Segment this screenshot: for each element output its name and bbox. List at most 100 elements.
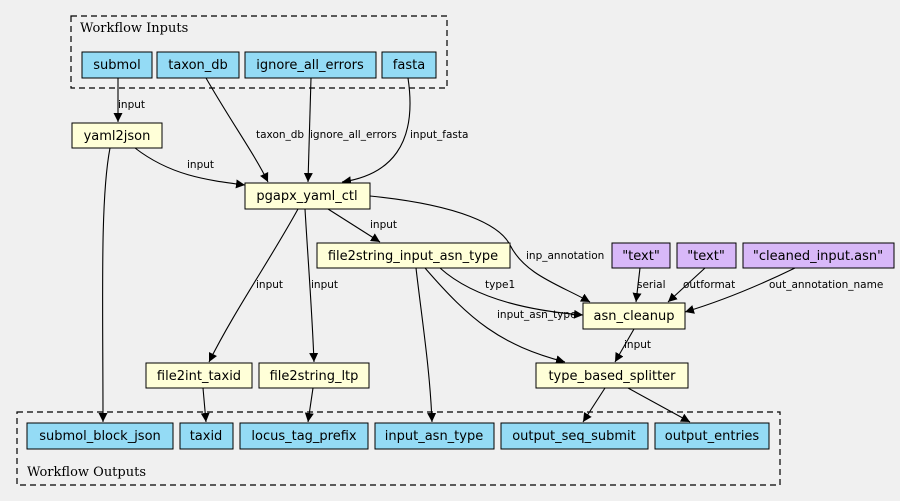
node-box	[239, 422, 369, 450]
edge-path	[632, 267, 642, 303]
edge-label-input-fasta: input_fasta	[410, 129, 468, 141]
workflow-inputs-cluster: Workflow Inputs	[70, 15, 448, 89]
edge-path	[684, 267, 796, 314]
node-label: fasta	[393, 58, 425, 73]
node-box	[374, 422, 495, 450]
edge-path	[627, 387, 691, 423]
node-label: pgapx_yaml_ctl	[256, 189, 357, 204]
edge-path	[341, 77, 411, 186]
edge-label-pgapx-input: input	[370, 219, 397, 231]
edge-fasta-pgapx: input_fasta	[341, 77, 468, 186]
edge-taxon-db-pgapx: taxon_db	[205, 77, 304, 183]
node-fasta[interactable]: fasta	[381, 51, 437, 79]
edge-label-taxon-db: taxon_db	[256, 129, 304, 141]
node-locus-tag-prefix[interactable]: locus_tag_prefix	[239, 422, 369, 450]
node-cleaned-input-asn[interactable]: "cleaned_input.asn"	[742, 242, 895, 269]
edge-file2string-ltp-output	[304, 387, 314, 423]
node-label: submol	[93, 58, 141, 73]
node-type-based-splitter[interactable]: type_based_splitter	[535, 362, 689, 389]
edge-path	[582, 387, 606, 423]
node-taxon-db[interactable]: taxon_db	[156, 51, 240, 79]
edge-path	[327, 208, 381, 243]
node-input-asn-type[interactable]: input_asn_type	[374, 422, 495, 450]
node-box	[244, 51, 377, 79]
node-output-seq-submit[interactable]: output_seq_submit	[500, 422, 649, 450]
node-label: type_based_splitter	[548, 369, 676, 384]
edge-path	[205, 77, 269, 183]
node-box	[145, 362, 253, 389]
edge-label-type1: type1	[485, 279, 515, 291]
node-file2string-ltp[interactable]: file2string_ltp	[258, 362, 370, 389]
edge-path	[614, 328, 635, 363]
node-label: file2int_taxid	[157, 369, 241, 384]
node-label: submol_block_json	[39, 429, 161, 444]
edge-pgapx-file2string-input-asn-type: input	[327, 208, 397, 243]
node-box	[535, 362, 689, 389]
node-box	[381, 51, 437, 79]
node-taxid[interactable]: taxid	[179, 422, 234, 450]
edge-file2string-type-based-splitter: input_asn_type	[424, 267, 577, 365]
edge-text2-asn-cleanup: outformat	[667, 267, 735, 303]
workflow-inputs-label: Workflow Inputs	[80, 21, 188, 36]
node-box	[316, 242, 511, 269]
edge-path	[208, 208, 299, 363]
node-box	[71, 122, 163, 149]
node-box	[81, 51, 153, 79]
node-submol-block-json[interactable]: submol_block_json	[26, 422, 174, 450]
node-box	[654, 422, 770, 450]
edge-label-outformat: outformat	[683, 279, 735, 291]
node-yaml2json[interactable]: yaml2json	[71, 122, 163, 149]
node-box	[611, 242, 671, 269]
node-box	[258, 362, 370, 389]
edge-splitter-output-entries	[627, 387, 691, 423]
edge-label-submol-input: input	[118, 99, 145, 111]
node-box	[582, 302, 686, 330]
node-pgapx-yaml-ctl[interactable]: pgapx_yaml_ctl	[244, 182, 371, 210]
edge-label-taxid-input: input	[256, 279, 283, 291]
node-output-entries[interactable]: output_entries	[654, 422, 770, 450]
node-file2int-taxid[interactable]: file2int_taxid	[145, 362, 253, 389]
edge-path	[134, 147, 246, 189]
node-box	[742, 242, 895, 269]
edge-label-inp-annotation: inp_annotation	[526, 250, 604, 262]
workflow-outputs-cluster: Workflow Outputs	[16, 411, 781, 486]
edge-text1-asn-cleanup: serial	[632, 267, 666, 303]
node-label: output_entries	[665, 429, 760, 444]
node-label: "text"	[687, 249, 725, 264]
node-file2string-input-asn-type[interactable]: file2string_input_asn_type	[316, 242, 511, 269]
edge-pgapx-file2int-taxid: input	[208, 208, 299, 363]
node-box	[179, 422, 234, 450]
edge-path	[304, 208, 319, 363]
node-asn-cleanup[interactable]: asn_cleanup	[582, 302, 686, 330]
node-label: "cleaned_input.asn"	[753, 249, 883, 264]
edge-file2int-taxid-output	[200, 387, 210, 423]
edge-label-serial: serial	[637, 279, 666, 291]
node-label: output_seq_submit	[512, 429, 636, 444]
node-box	[676, 242, 737, 269]
node-text-outformat[interactable]: "text"	[676, 242, 737, 269]
edge-yaml2json-submol-block-json	[98, 147, 111, 423]
edge-label-input-asn-type: input_asn_type	[497, 309, 577, 321]
node-box	[156, 51, 240, 79]
node-label: "text"	[622, 249, 660, 264]
edge-cleaned-asn-cleanup: out_annotation_name	[684, 267, 883, 314]
edge-label-ignore-all-errors: ignore_all_errors	[310, 129, 397, 141]
workflow-outputs-label: Workflow Outputs	[27, 465, 146, 480]
node-label: ignore_all_errors	[256, 58, 364, 73]
node-text-serial[interactable]: "text"	[611, 242, 671, 269]
node-ignore-all-errors[interactable]: ignore_all_errors	[244, 51, 377, 79]
edge-path	[667, 267, 706, 303]
node-label: asn_cleanup	[594, 309, 675, 324]
edge-submol-yaml2json: input	[113, 78, 145, 122]
node-box	[500, 422, 649, 450]
edge-splitter-output-seq-submit	[582, 387, 606, 423]
node-box	[244, 182, 371, 210]
edge-path	[98, 147, 111, 423]
edge-label-yaml2json-input: input	[187, 159, 214, 171]
edge-yaml2json-pgapx: input	[134, 147, 246, 189]
edge-path	[200, 387, 210, 423]
node-label: locus_tag_prefix	[251, 429, 357, 444]
node-submol[interactable]: submol	[81, 51, 153, 79]
edge-path	[424, 267, 566, 365]
